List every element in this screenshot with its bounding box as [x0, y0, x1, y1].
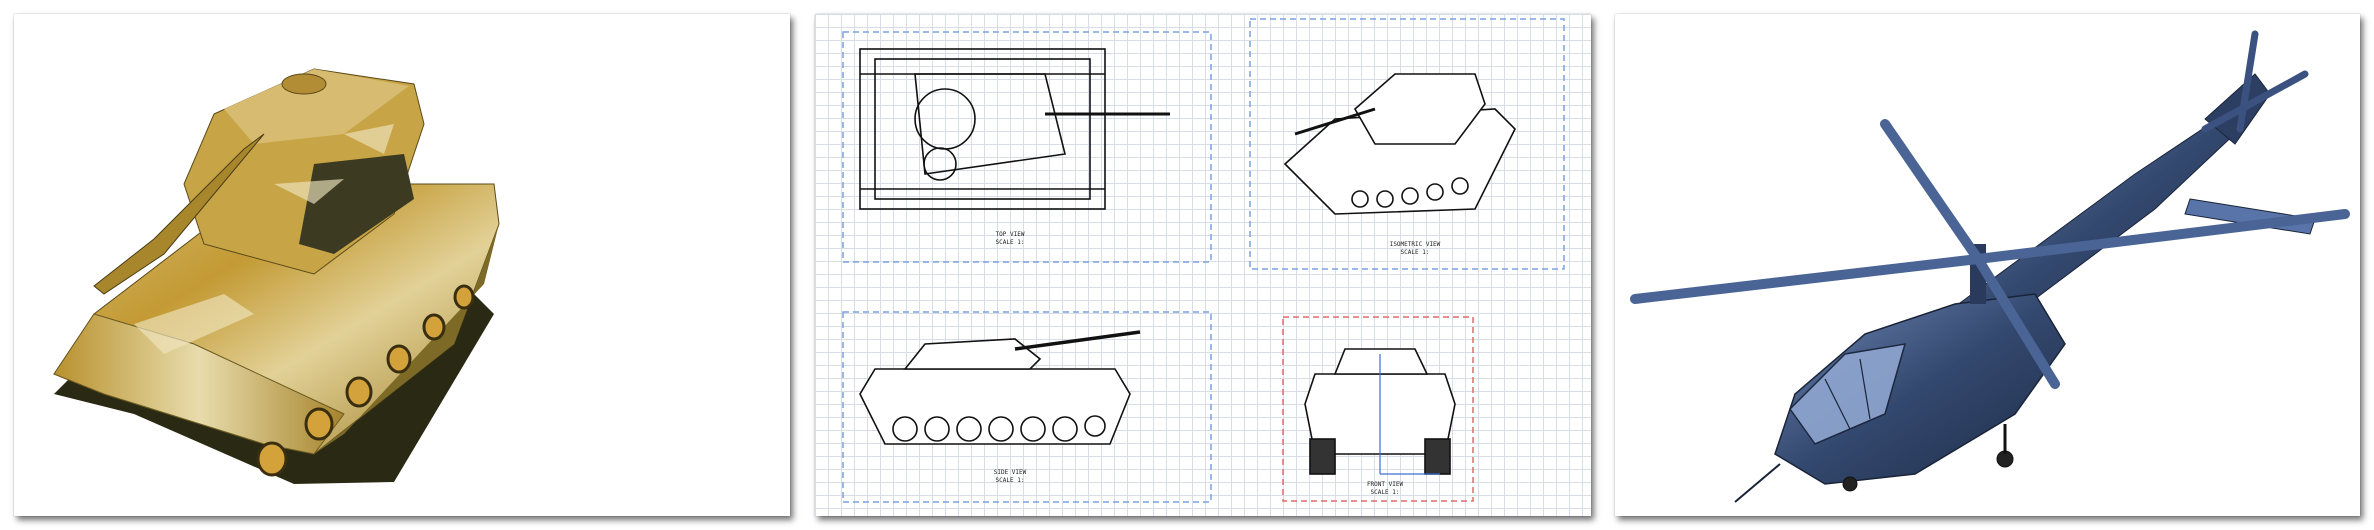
tank-render-panel [14, 14, 790, 516]
tank-turret-top [224, 69, 409, 144]
front-view-caption-1: FRONT VIEW [1367, 481, 1404, 488]
helicopter-pitot-probe [1734, 463, 1781, 503]
tank-front-view-drawing [1304, 348, 1456, 475]
front-view-caption-2: SCALE 1: [1371, 489, 1400, 496]
viewport-top-view: TOP VIEW SCALE 1: [842, 31, 1212, 263]
side-view-caption-2: SCALE 1: [996, 477, 1025, 484]
tank-camo-streaks [134, 124, 394, 354]
side-view-caption-1: SIDE VIEW [994, 469, 1027, 476]
helicopter-main-rotor [1630, 119, 2350, 389]
tank-turret-wedge [299, 154, 414, 254]
tank-blueprint-sheet: TOP VIEW SCALE 1: ISOMETRIC VIEW SCALE 1… [842, 18, 1565, 503]
helicopter-cockpit [1789, 343, 1907, 445]
tank-road-wheels [256, 284, 475, 477]
top-view-caption-2: SCALE 1: [996, 239, 1025, 246]
helicopter-cockpit-frames [1824, 358, 1871, 430]
tank-gun-barrel [93, 133, 265, 295]
helicopter-render-image [1630, 30, 2350, 503]
tank-hatch [281, 73, 327, 95]
top-view-caption-1: TOP VIEW [996, 231, 1025, 238]
isometric-caption-2: SCALE 1: [1401, 249, 1430, 256]
isometric-caption-1: ISOMETRIC VIEW [1390, 241, 1441, 248]
helicopter-landing-gear [1842, 424, 2014, 492]
tank-blueprint-panel: TOP VIEW SCALE 1: ISOMETRIC VIEW SCALE 1… [815, 14, 1591, 516]
tank-isometric-drawing [1283, 73, 1516, 215]
helicopter-fuselage [1774, 293, 2066, 485]
viewport-front-view: FRONT VIEW SCALE 1: [1282, 316, 1474, 502]
tank-top-view-drawing [859, 48, 1170, 210]
tank-render-image [53, 68, 500, 484]
helicopter-render-panel [1615, 14, 2360, 516]
viewport-isometric-view: ISOMETRIC VIEW SCALE 1: [1249, 18, 1565, 270]
helicopter-tail-rotor [2201, 30, 2309, 133]
viewport-side-view: SIDE VIEW SCALE 1: [842, 311, 1212, 503]
tank-side-view-drawing [859, 330, 1141, 445]
